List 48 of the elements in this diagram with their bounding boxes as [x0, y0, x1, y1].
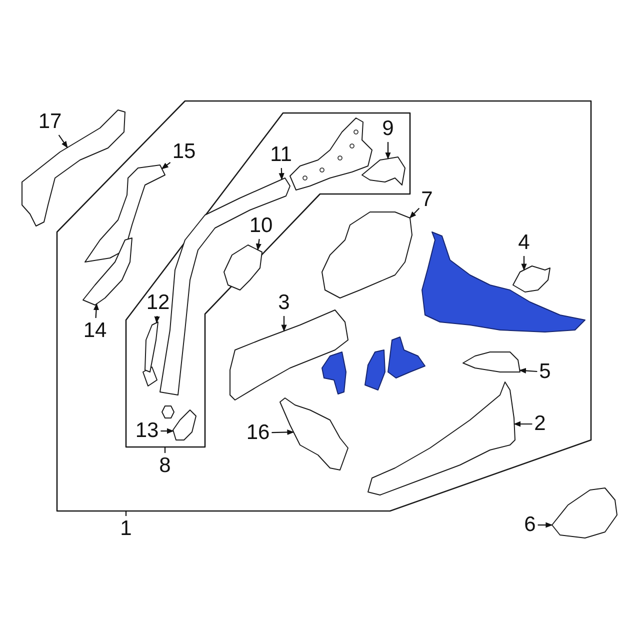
part-drawing — [367, 381, 516, 496]
part-drawing — [512, 265, 551, 293]
part-drawing — [551, 487, 618, 539]
callout-number: 1 — [120, 518, 132, 540]
callout-number: 10 — [249, 215, 273, 237]
part-drawing — [279, 397, 349, 471]
part-drawing — [172, 409, 197, 441]
part-drawing — [82, 237, 133, 306]
leader-arrow — [409, 208, 420, 218]
leader-arrow — [385, 142, 391, 160]
leader-arrow — [514, 421, 532, 427]
part-drawing — [229, 309, 349, 401]
part-drawing — [223, 244, 263, 291]
leader-arrow — [519, 368, 538, 374]
callout-number: 14 — [83, 320, 107, 342]
callout-number: 7 — [421, 189, 433, 211]
leader-arrow — [58, 134, 68, 148]
callout-number: 9 — [382, 118, 394, 140]
leader-line — [125, 511, 127, 516]
leader-arrow — [278, 168, 284, 180]
part-drawing — [462, 351, 521, 373]
callout-number: 17 — [38, 111, 62, 133]
callout-number: 6 — [524, 514, 536, 536]
group-outline — [125, 112, 411, 448]
callout-number: 11 — [270, 144, 292, 166]
callout-number: 4 — [518, 232, 530, 254]
part-drawing — [321, 211, 413, 299]
part-drawing — [84, 164, 166, 263]
leader-arrow — [256, 238, 262, 251]
part-drawing — [21, 109, 126, 227]
leader-arrow — [160, 428, 174, 434]
leader-line — [164, 447, 166, 453]
leader-arrow — [281, 316, 287, 332]
callout-number: 12 — [146, 292, 170, 314]
part-drawing — [361, 156, 406, 186]
callout-number: 5 — [539, 361, 551, 383]
callout-number: 2 — [534, 413, 546, 435]
callout-number: 16 — [246, 422, 270, 444]
callout-number: 13 — [135, 420, 159, 442]
callout-number: 15 — [172, 141, 196, 163]
callout-number: 3 — [278, 292, 290, 314]
callout-number: 8 — [159, 455, 171, 477]
leader-arrow — [154, 316, 160, 324]
leader-arrow — [161, 162, 171, 170]
leader-arrow — [272, 429, 294, 436]
leader-arrow — [521, 256, 527, 271]
leader-arrow — [538, 522, 553, 528]
leader-arrow — [93, 303, 100, 318]
